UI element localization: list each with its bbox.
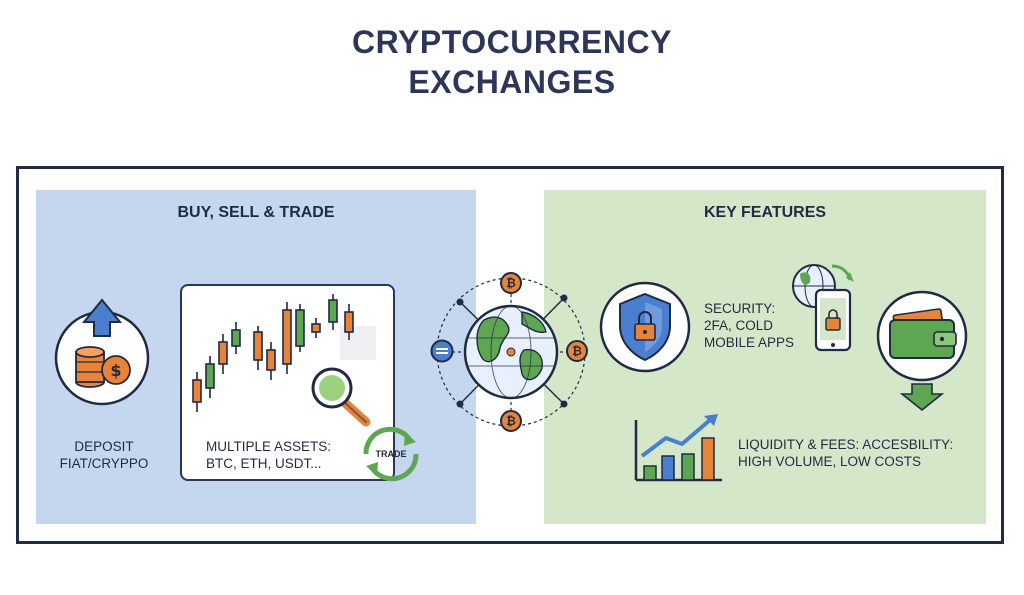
mobile-globe-icon (792, 264, 854, 352)
security-shield-icon (599, 281, 691, 373)
bitcoin-coin-icon-bottom: ₿ (500, 410, 522, 432)
growth-chart-icon (634, 414, 722, 482)
candlestick-chart-icon (192, 294, 376, 412)
deposit-coins-icon: $ (54, 298, 150, 406)
key-features-heading: KEY FEATURES (703, 204, 827, 221)
liquidity-fees-label: LIQUIDITY & FEES: ACCESBILITY: HIGH VOLU… (738, 437, 954, 469)
wallet-icon (876, 290, 968, 412)
multiple-assets-label: MULTIPLE ASSETS: BTC, ETH, USDT... (206, 439, 332, 471)
buy-sell-trade-heading: BUY, SELL & TRADE (177, 204, 335, 221)
bitcoin-coin-icon-top: ₿ (500, 272, 522, 294)
title-line-2: EXCHANGES (408, 64, 616, 100)
trade-cycle-icon: TRADE (363, 426, 419, 482)
deposit-label: DEPOSIT FIAT/CRYPPO (59, 439, 149, 471)
security-label: SECURITY: 2FA, COLD MOBILE APPS (704, 301, 795, 350)
magnifier-icon (311, 367, 371, 427)
bitcoin-coin-icon-right: ₿ (566, 340, 588, 362)
svg-text:$: $ (110, 361, 121, 380)
stablecoin-icon-left (430, 339, 454, 363)
title-line-1: CRYPTOCURRENCY (352, 24, 672, 60)
globe-network-icon (436, 277, 586, 427)
page-title: CRYPTOCURRENCY EXCHANGES (0, 22, 1024, 102)
trade-label: TRADE (376, 449, 407, 459)
